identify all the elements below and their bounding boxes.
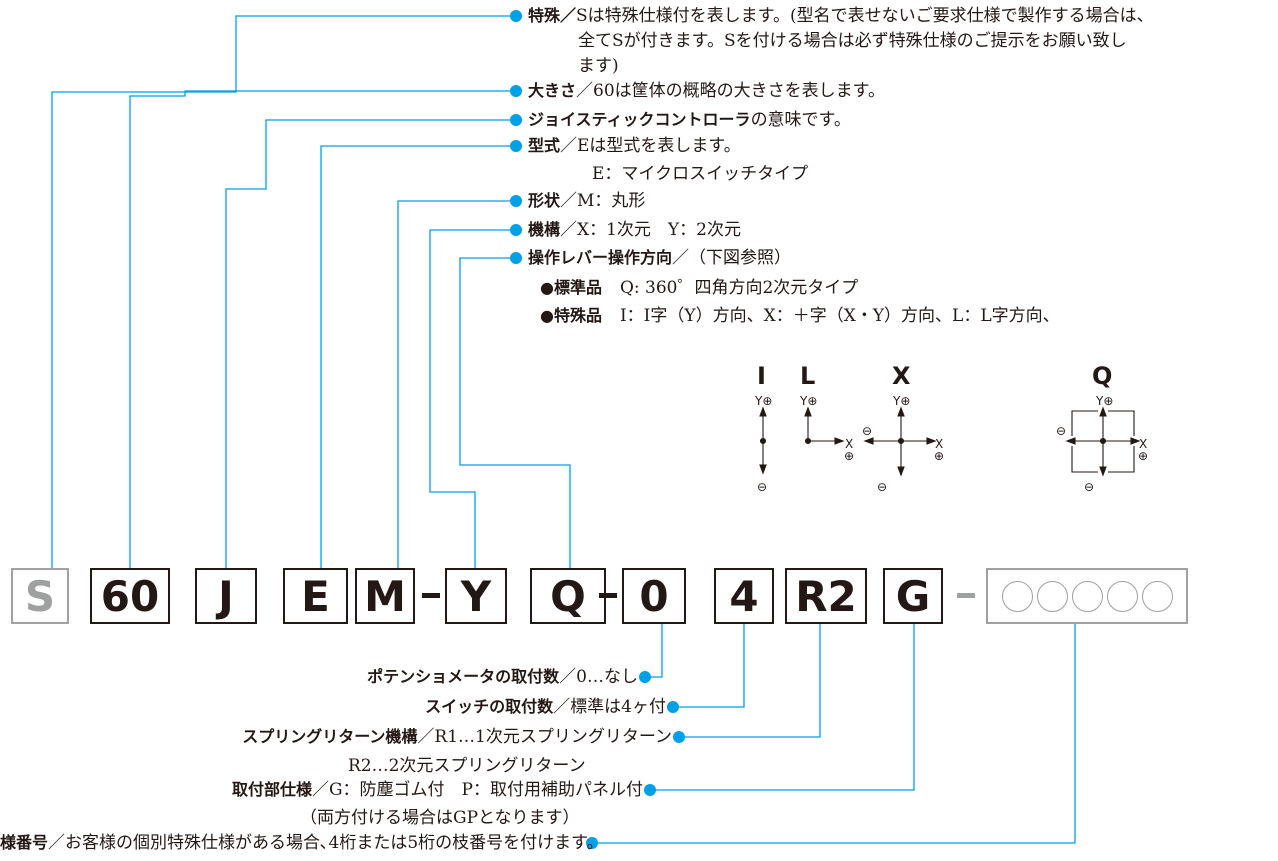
special-text: I：I字（Y）方向、X：＋字（X・Y）方向、L：L字方向、 [619,306,1060,326]
x-y-plus: Y⊕ [893,394,911,408]
branch-circle [1106,580,1138,612]
switch-line: スイッチの取付数／標準は4ヶ付 [425,696,666,718]
code-box-4: 4 [714,568,774,624]
standard-text: Q: 360゜四角方向2次元タイプ [619,278,859,298]
x-y-minus: ⊖ [877,480,888,494]
bullet-dot [644,784,656,796]
tokushu-line: 特殊／Sは特殊仕様付を表します。(型名で表せないご要求仕様で製作する場合は、 [528,5,1154,27]
branch-circle [1141,580,1173,612]
bullet-dot [510,252,522,264]
keishiki-line2: E：マイクロスイッチタイプ [592,164,809,184]
branch-number-box [986,568,1188,624]
code-box-q: Q [530,568,606,624]
x-x-minus: ⊖ [862,424,873,438]
keijo-text: ／M：丸形 [560,191,646,211]
code-box-j: J [195,568,257,624]
spring-line2: R2…2次元スプリングリターン [348,756,586,776]
q-x-minus: ⊖ [1056,424,1067,438]
tokushu-line2: 全てSが付きます。Sを付ける場合は必ず特殊仕様のご提示をお願い致し [578,31,1127,51]
mount-text: ／G：防塵ゴム付 P：取付用補助パネル付 [311,780,643,800]
branch-title: 様番号 [0,833,49,852]
tokushu-line3: ます) [578,56,619,76]
branch-circle [1071,580,1103,612]
standard-label: ●標準品 [540,278,602,297]
keishiki-text: ／Eは型式を表します。 [560,136,741,156]
code-box-0: 0 [622,568,686,624]
pot-text: ／0…なし [559,667,638,687]
direction-arrows [759,406,1141,477]
code-box-y: Y [445,568,507,624]
kiko-title: 機構 [528,220,561,239]
kiko-text: ／X：1次元 Y：2次元 [560,220,741,240]
spring-title: スプリングリターン機構 [242,727,418,746]
code-dash [599,593,617,598]
ookisa-title: 大きさ [528,81,577,100]
dir-label-i: I [757,362,766,390]
bullet-dot [510,10,522,22]
keishiki-line: 型式／Eは型式を表します。 [528,135,741,157]
q-y-minus: ⊖ [1084,480,1095,494]
code-box-g: G [883,568,943,624]
lever-text: ／（下図参照） [672,248,792,268]
joystick-line: ジョイスティックコントローラの意味です。 [528,109,851,131]
q-x: X [1139,437,1148,451]
q-y-plus: Y⊕ [1096,394,1114,408]
special-line: ●特殊品 I：I字（Y）方向、X：＋字（X・Y）方向、L：L字方向、 [540,305,1060,327]
joystick-text: の意味です。 [750,110,851,130]
mount-title: 取付部仕様 [231,780,312,799]
standard-line: ●標準品 Q: 360゜四角方向2次元タイプ [540,277,858,299]
pot-title: ポテンショメータの取付数 [367,667,560,686]
branch-circle [1036,580,1068,612]
branch-text: ／お客様の個別特殊仕様がある場合､4桁または5桁の枝番号を付けます。 [48,833,604,853]
q-x-plus: ⊕ [1138,449,1149,463]
tokushu-text: Sは特殊仕様付を表します。(型名で表せないご要求仕様で製作する場合は、 [576,6,1154,26]
joystick-title: ジョイスティックコントローラ [528,110,751,129]
branch-circle [1001,580,1033,612]
bullet-dot [510,224,522,236]
code-dash [422,593,440,598]
keijo-title: 形状 [528,191,561,210]
code-box-r2: R2 [785,568,867,624]
l-x: X [845,437,854,451]
mount-line: 取付部仕様／G：防塵ゴム付 P：取付用補助パネル付 [232,779,643,801]
bullet-dot [673,731,685,743]
code-box-s: S [11,568,69,624]
keijo-line: 形状／M：丸形 [528,190,645,212]
switch-text: ／標準は4ヶ付 [553,697,666,717]
spring-line: スプリングリターン機構／R1…1次元スプリングリターン [242,726,672,748]
bullet-dot [510,85,522,97]
spring-text: ／R1…1次元スプリングリターン [417,727,672,747]
mount-line2: （両方付ける場合はGPとなります） [300,808,580,828]
lever-title: 操作レバー操作方向 [528,248,673,267]
x-x-plus: ⊕ [934,449,945,463]
code-box-m: M [355,568,415,624]
x-x: X [935,437,944,451]
tokushu-title: 特殊／ [528,6,577,25]
special-label: ●特殊品 [540,306,602,325]
bullet-dot [510,114,522,126]
l-y-plus: Y⊕ [800,394,818,408]
l-x-plus: ⊕ [844,449,855,463]
code-box-e: E [283,568,348,624]
bullet-dot [667,701,679,713]
i-minus: ⊖ [757,480,768,494]
kiko-line: 機構／X：1次元 Y：2次元 [528,219,741,241]
switch-title: スイッチの取付数 [425,697,554,716]
dir-label-l: L [800,362,816,390]
ookisa-line: 大きさ／60は筐体の概略の大きさを表します。 [528,80,885,102]
ookisa-text: ／60は筐体の概略の大きさを表します。 [576,81,885,101]
pot-line: ポテンショメータの取付数／0…なし [367,666,638,688]
lever-line: 操作レバー操作方向／（下図参照） [528,247,791,269]
bullet-dot [510,140,522,152]
branch-line: 様番号／お客様の個別特殊仕様がある場合､4桁または5桁の枝番号を付けます。 [0,832,603,854]
bullet-dot [510,195,522,207]
dir-label-x: X [892,362,911,390]
code-box-60: 60 [90,568,170,624]
dir-label-q: Q [1092,362,1113,390]
bullet-dot [639,671,651,683]
code-dash-gray [957,593,975,598]
i-y-plus: Y⊕ [755,394,773,408]
keishiki-title: 型式 [528,136,561,155]
